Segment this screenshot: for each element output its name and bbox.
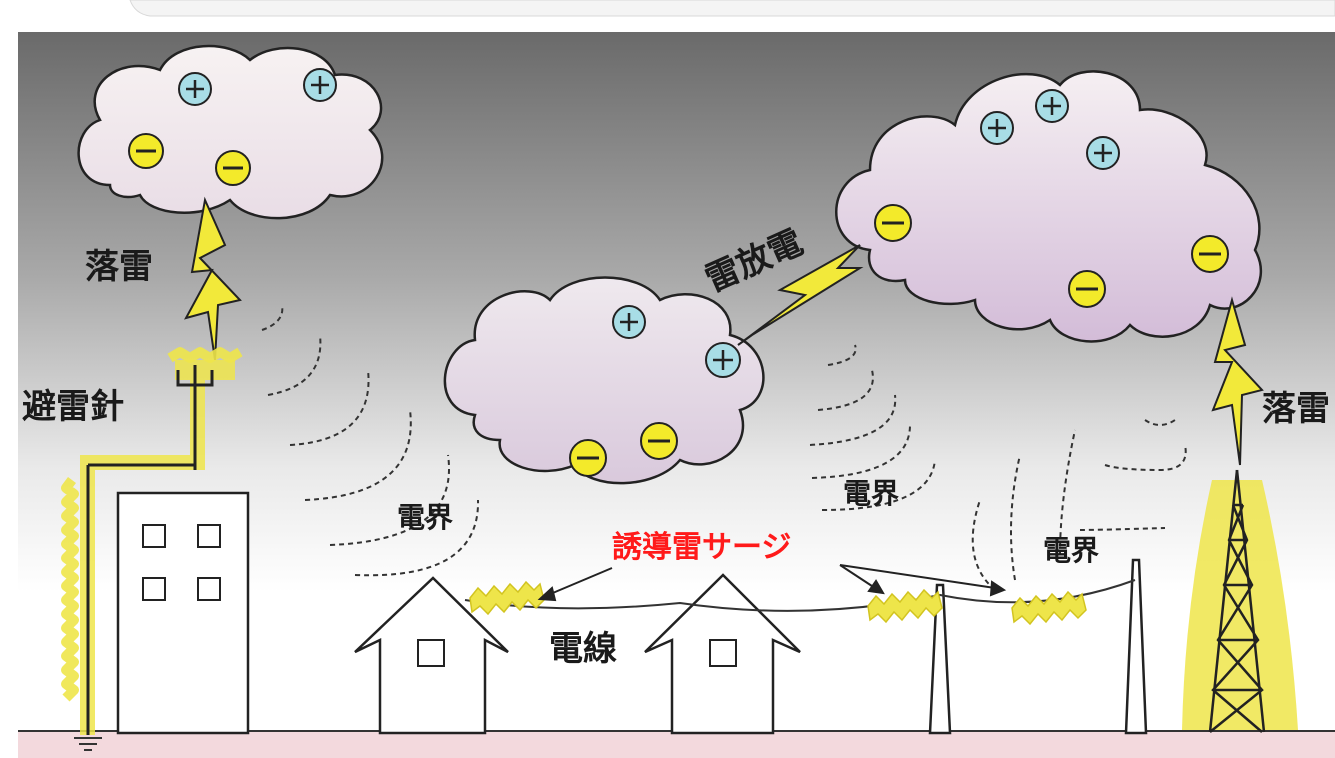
label-electric-field-2: 電界 <box>843 477 899 510</box>
lightning-bolt-icon <box>737 244 864 346</box>
charge-plus <box>705 342 741 378</box>
charge-minus <box>128 133 164 169</box>
lightning-bolt-icon <box>1211 296 1264 466</box>
lightning-rod <box>86 365 214 735</box>
charge-plus <box>178 72 212 106</box>
top-frame <box>129 0 1335 17</box>
charge-minus <box>640 422 678 460</box>
house-right <box>644 573 801 735</box>
charge-minus <box>215 150 251 186</box>
earth-ground-icon <box>74 737 102 751</box>
label-lightning-rod: 避雷針 <box>22 387 124 427</box>
cloud-middle <box>443 276 765 485</box>
charge-plus <box>612 305 646 339</box>
transmission-tower <box>1208 469 1266 733</box>
surge-glow <box>469 580 1087 626</box>
utility-pole-1 <box>928 583 952 735</box>
label-power-line: 電線 <box>549 629 617 669</box>
rod-glow-edges <box>61 347 243 702</box>
label-lightning-strike-right: 落雷 <box>1262 389 1330 429</box>
charge-minus <box>1191 235 1229 273</box>
label-electric-field-1: 電界 <box>397 501 453 534</box>
charge-plus <box>303 68 337 102</box>
label-electric-field-3: 電界 <box>1043 534 1099 567</box>
label-lightning-strike-left: 落雷 <box>85 247 153 287</box>
surge-arrows <box>537 564 1007 602</box>
charge-minus <box>569 439 607 477</box>
charge-minus <box>1068 270 1106 308</box>
house-left <box>354 576 509 735</box>
building <box>116 491 250 735</box>
cloud-right <box>835 70 1262 343</box>
charge-plus <box>1035 89 1069 123</box>
ground <box>18 731 1335 758</box>
charge-minus <box>874 204 912 242</box>
utility-pole-2 <box>1124 558 1148 735</box>
charge-plus <box>1086 136 1120 170</box>
charge-plus <box>980 111 1014 145</box>
label-induced-surge: 誘導雷サージ <box>612 530 791 565</box>
electric-field-lines <box>261 304 1187 591</box>
